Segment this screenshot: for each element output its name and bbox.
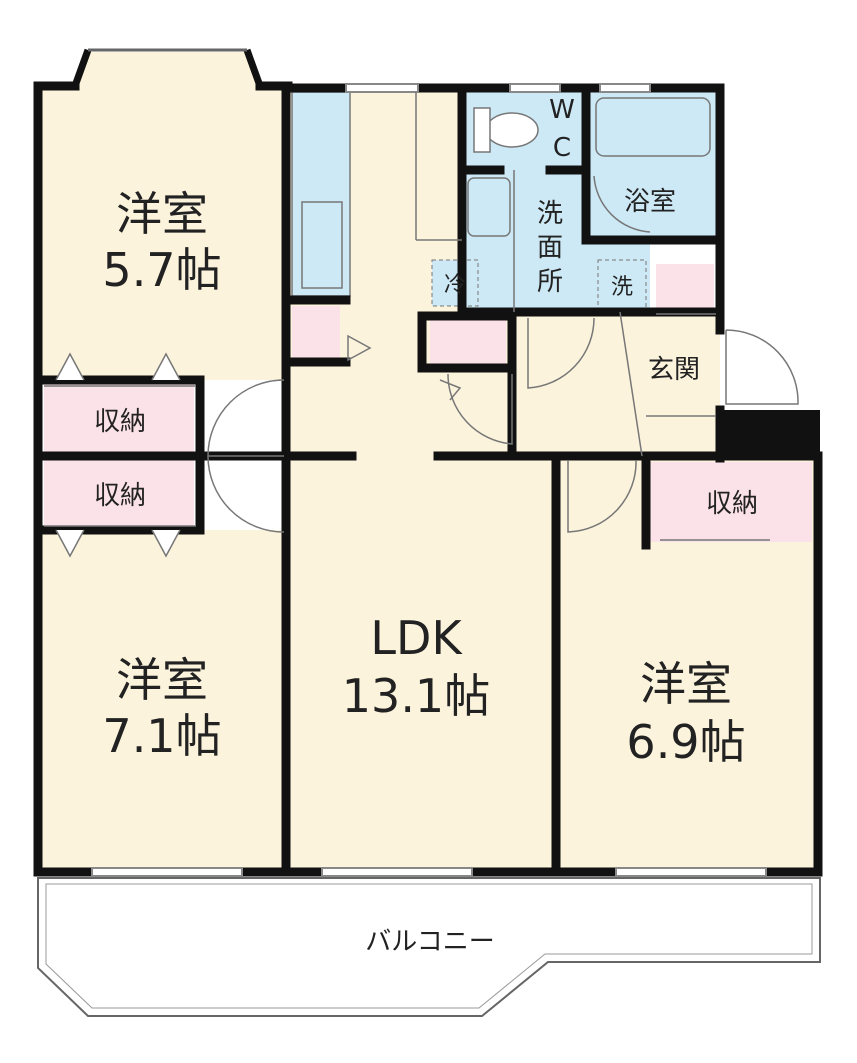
toilet-tank xyxy=(473,107,491,153)
wc-label-c: C xyxy=(553,133,571,163)
ldk-name: LDK xyxy=(370,611,463,665)
western-room-2-floor xyxy=(40,530,284,870)
bay-right-wall xyxy=(243,48,264,88)
balcony-inner-outline xyxy=(45,883,813,1009)
washer-label: 洗 xyxy=(611,275,633,300)
storage-2 xyxy=(44,460,194,528)
western-room-3-name: 洋室 xyxy=(640,657,732,711)
balcony-outline xyxy=(37,877,821,1017)
door-swings xyxy=(207,175,799,533)
closet-door-markers xyxy=(55,352,181,558)
windows xyxy=(91,83,767,877)
western-room-2-size: 7.1帖 xyxy=(102,709,221,763)
bathroom-label: 浴室 xyxy=(624,187,676,217)
toilet-icon xyxy=(485,112,539,148)
wc-label-w: W xyxy=(549,95,575,125)
fridge-space xyxy=(431,259,479,307)
ldk-size: 13.1帖 xyxy=(342,669,490,723)
storage-3 xyxy=(650,462,812,542)
storage-2-label: 収納 xyxy=(94,481,146,511)
entrance-pillar xyxy=(720,410,820,460)
storage-1-label: 収納 xyxy=(94,407,146,437)
inner-lines xyxy=(44,92,770,541)
bay-window-floor xyxy=(75,52,260,88)
balcony-label: バルコニー xyxy=(365,927,494,957)
small-closet-1 xyxy=(292,306,340,360)
washroom-label-1: 洗 xyxy=(537,199,563,229)
kitchen-sink xyxy=(301,201,343,289)
washroom-label-3: 所 xyxy=(537,267,563,297)
western-room-3-size: 6.9帖 xyxy=(626,715,745,769)
bay-left-wall xyxy=(71,48,92,88)
storage-3-label: 収納 xyxy=(706,489,758,519)
shoe-closet xyxy=(656,264,714,314)
hall-floor xyxy=(510,312,720,458)
storage-1 xyxy=(44,384,194,452)
western-room-1-size: 5.7帖 xyxy=(102,243,221,297)
entrance-label: 玄関 xyxy=(648,355,700,385)
western-room-1-floor xyxy=(40,88,284,380)
washbasin xyxy=(467,177,511,237)
washroom-label-2: 面 xyxy=(537,233,563,263)
small-closet-2 xyxy=(430,320,506,364)
fridge-label: 冷 xyxy=(444,273,466,298)
western-room-1-name: 洋室 xyxy=(116,187,208,241)
bathtub xyxy=(595,97,711,157)
western-room-2-name: 洋室 xyxy=(116,653,208,707)
